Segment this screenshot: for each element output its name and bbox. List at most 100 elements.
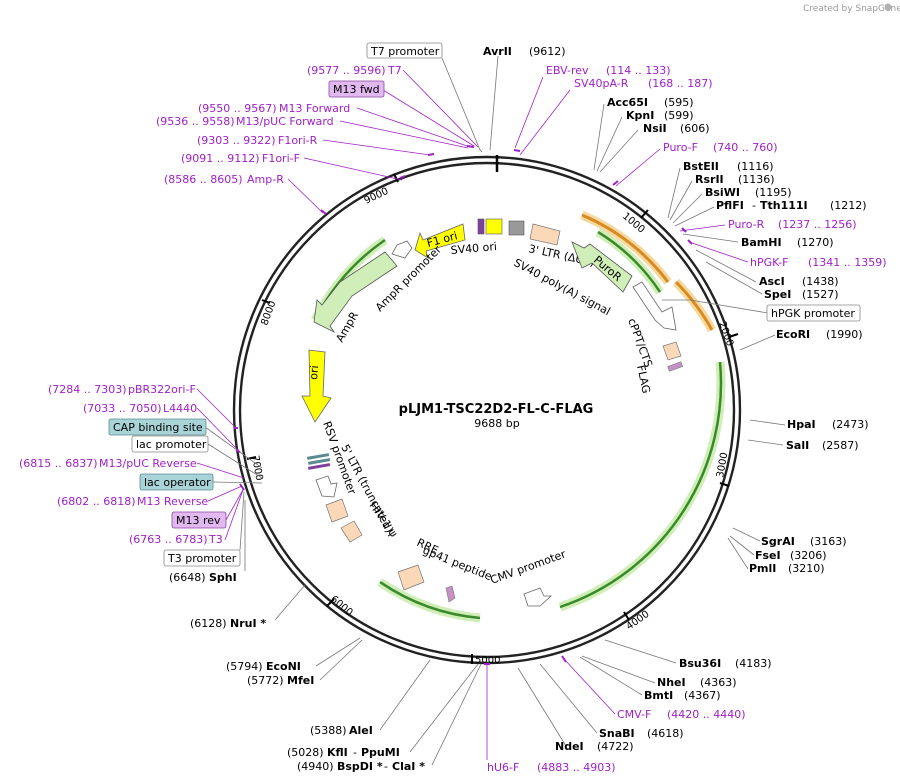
pmli-pos: (3210) xyxy=(788,562,825,575)
tick-2000-mark xyxy=(728,333,739,338)
acc65i-leader xyxy=(593,103,605,171)
m13puc-rev-leader xyxy=(196,462,245,479)
tick-5000: 5000 xyxy=(475,655,500,666)
fsei-leader xyxy=(729,535,755,556)
tick-6000: 6000 xyxy=(328,594,355,619)
m13puc-leader xyxy=(339,120,469,149)
rre-box xyxy=(397,564,425,591)
primer-mark-11 xyxy=(235,449,241,453)
alei-pos: (5388) xyxy=(310,724,347,737)
sali-pos: (2587) xyxy=(822,439,859,452)
avrii-label: AvrII xyxy=(483,45,512,58)
lac-promoter-label: lac promoter xyxy=(136,438,207,451)
sali-leader xyxy=(747,439,784,446)
hpgk-promoter-leader xyxy=(662,299,769,314)
m13r-pos: (6802 .. 6818) xyxy=(57,495,136,508)
primer-mark-3 xyxy=(427,153,435,156)
amp-label: Amp-R xyxy=(247,173,284,186)
tick-3000-mark xyxy=(719,482,730,487)
hpgk-promoter-label: hPGK promoter xyxy=(771,307,855,320)
t3-leader xyxy=(224,489,244,541)
cap-binding-site-label: CAP binding site xyxy=(113,421,203,434)
hu6f-pos: (4883 .. 4903) xyxy=(537,761,616,774)
bmti-label: BmtI xyxy=(644,689,673,702)
sv40-ori-box xyxy=(485,218,503,235)
pflfi-label: PflFI xyxy=(716,199,744,212)
primer-mark-2 xyxy=(513,149,521,152)
acc65i-label: Acc65I xyxy=(607,96,648,109)
ltr3-box xyxy=(529,223,561,246)
top-labels: T7 promoter AvrII (9612) (9577 .. 9596) … xyxy=(156,42,713,186)
tick-8000-mark xyxy=(261,299,271,304)
ndei-leader xyxy=(517,667,567,747)
pflfi-leader xyxy=(674,206,715,227)
m13f-leader xyxy=(356,107,471,148)
spei-pos: (1527) xyxy=(802,288,839,301)
bsu36i-pos: (4183) xyxy=(735,657,772,670)
bsiwi-pos: (1195) xyxy=(755,186,792,199)
primer-mark-7 xyxy=(681,227,687,233)
nhei-leader xyxy=(581,655,656,684)
bamhi-label: BamHI xyxy=(741,236,782,249)
m13rev-box xyxy=(171,511,227,529)
gp41-box xyxy=(445,585,456,603)
primer-mark-6 xyxy=(612,180,619,186)
bspdi-label: BspDI * xyxy=(337,760,383,773)
f1f-leader xyxy=(303,157,403,181)
t7-pos: (9577 .. 9596) xyxy=(307,64,386,77)
spei-leader xyxy=(705,261,763,295)
bspdi-dash: - xyxy=(384,760,388,773)
clai-label: ClaI * xyxy=(392,760,425,773)
bmti-leader xyxy=(579,656,643,696)
l4440-pos: (7033 .. 7050) xyxy=(83,402,162,415)
cppt-arrow xyxy=(632,281,677,331)
tick-2000: 2000 xyxy=(716,320,735,348)
ampr-promoter-arrow xyxy=(391,240,413,259)
sgrai-label: SgrAI xyxy=(761,535,795,548)
bsiwi-leader xyxy=(672,193,703,224)
alei-label: AleI xyxy=(349,724,373,737)
econi-leader xyxy=(315,637,361,667)
bsteii-pos: (1116) xyxy=(737,160,774,173)
sv40pa-label: SV40pA-R xyxy=(574,77,629,90)
ltr5-box xyxy=(325,498,349,523)
m13r-label: M13 Reverse xyxy=(137,495,208,508)
alei-leader xyxy=(379,659,431,731)
cap-leader xyxy=(204,426,263,469)
amp-leader xyxy=(287,178,324,214)
sphi-pos: (6648) xyxy=(169,571,206,584)
primer-mark-5 xyxy=(320,209,327,215)
kpni-pos: (599) xyxy=(664,109,694,122)
hpai-leader xyxy=(749,419,786,426)
sv40pa-leader xyxy=(519,89,571,156)
ppumi-label: PpuMI xyxy=(361,746,400,759)
sali-label: SalI xyxy=(786,439,809,452)
nsii-label: NsiI xyxy=(643,122,667,135)
green-arc-cmv xyxy=(559,361,723,609)
asci-pos: (1438) xyxy=(802,275,839,288)
avrii-pos: (9612) xyxy=(529,45,566,58)
kfli-pos: (5028) xyxy=(287,746,324,759)
lac-box-2 xyxy=(307,458,331,465)
fsei-pos: (3206) xyxy=(790,549,827,562)
gray-box xyxy=(508,220,525,236)
kpni-label: KpnI xyxy=(626,109,654,122)
ebv-leader xyxy=(514,76,544,149)
pmli-leader xyxy=(727,537,749,570)
rsrii-leader xyxy=(669,180,693,221)
rsv-promoter-arrow xyxy=(315,475,338,498)
mfei-pos: (5772) xyxy=(247,674,284,687)
t3-promoter-leader xyxy=(239,491,245,551)
lac-operator-leader xyxy=(212,481,263,484)
rsrii-pos: (1136) xyxy=(738,173,775,186)
snabi-leader xyxy=(539,663,598,734)
ndei-pos: (4722) xyxy=(597,740,634,753)
ndei-label: NdeI xyxy=(555,740,584,753)
tick-1000: 1000 xyxy=(620,211,647,236)
sphi-label: SphI xyxy=(209,571,237,584)
m13f-label: M13 Forward xyxy=(279,102,350,115)
spei-label: SpeI xyxy=(764,288,791,301)
purof-label: Puro-F xyxy=(663,141,698,154)
t3-label: T3 xyxy=(208,533,223,546)
cmvf-leader xyxy=(564,659,616,715)
